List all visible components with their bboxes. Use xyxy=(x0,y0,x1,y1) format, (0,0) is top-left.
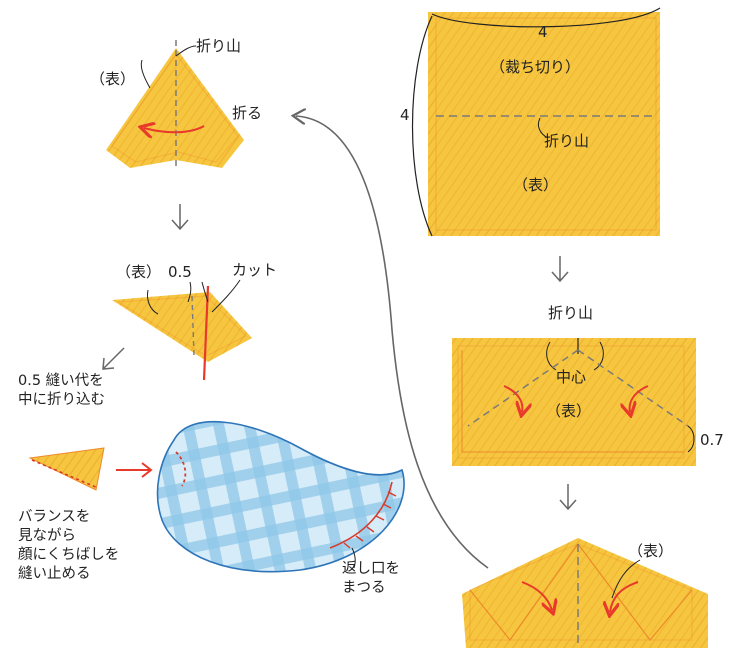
note-line: 顔にくちばしを xyxy=(18,547,120,563)
cut-label: カット xyxy=(232,261,277,279)
height-label: 4 xyxy=(400,106,410,124)
down-arrow-icon xyxy=(171,204,189,231)
step2-rectangle xyxy=(452,338,696,466)
step3-triangle xyxy=(462,538,708,648)
right-arrow-icon xyxy=(116,462,153,478)
note-line: 返し口を xyxy=(342,561,400,577)
curved-arrow-icon xyxy=(296,116,489,569)
front-label-4: （表） xyxy=(90,70,135,88)
fold-action-label: 折る xyxy=(232,104,262,122)
opening-note: 返し口を まつる xyxy=(342,560,400,598)
width-dimension-arc xyxy=(431,7,661,28)
note-line: バランスを xyxy=(18,509,91,525)
finished-bird xyxy=(156,421,405,573)
diagonal-arrow-icon xyxy=(102,347,125,370)
front-label-3: （表） xyxy=(628,542,673,560)
note-line: 縫い止める xyxy=(18,566,91,582)
note-line: 0.5 縫い代を xyxy=(18,373,104,389)
width-label: 4 xyxy=(538,23,548,41)
down-arrow-icon xyxy=(559,484,577,511)
step5-cut xyxy=(112,279,252,381)
step4-beak-fold xyxy=(106,40,244,168)
size-07-label: 0.7 xyxy=(700,431,724,449)
note-line: まつる xyxy=(342,580,386,596)
step1-square xyxy=(411,7,661,237)
note-line: 見ながら xyxy=(18,528,76,544)
size-05-label: 0.5 xyxy=(168,263,192,281)
front-label-5: （表） xyxy=(116,263,161,281)
seam-allowance-note: 0.5 縫い代を 中に折り込む xyxy=(18,372,105,410)
front-label-1: （表） xyxy=(513,176,558,194)
fold-mountain-label-1: 折り山 xyxy=(544,132,589,150)
down-arrow-icon xyxy=(551,256,569,283)
beak-piece xyxy=(28,447,105,491)
beak-note: バランスを 見ながら 顔にくちばしを 縫い止める xyxy=(18,508,119,584)
cut-size-label: （裁ち切り） xyxy=(490,58,580,76)
front-label-2: （表） xyxy=(546,402,591,420)
note-line: 中に折り込む xyxy=(18,392,105,408)
fold-mountain-label-3: 折り山 xyxy=(196,37,241,55)
center-label: 中心 xyxy=(556,368,586,386)
fold-mountain-label-2: 折り山 xyxy=(548,304,593,322)
height-dimension-arc xyxy=(411,15,433,237)
